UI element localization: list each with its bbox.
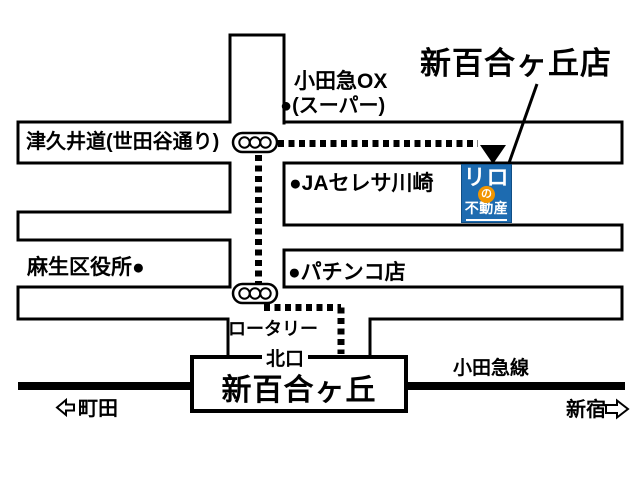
logo-text-no: の bbox=[481, 188, 492, 200]
logo-no-circle-icon: の bbox=[478, 186, 495, 203]
route-arrow-icon bbox=[480, 145, 506, 164]
road-label-tsukui: 津久井道(世田谷通り) bbox=[26, 131, 220, 153]
road-outlines bbox=[16, 33, 624, 357]
relo-fudosan-logo: リロ の 不動産 bbox=[461, 164, 512, 223]
route-dotted-line bbox=[255, 140, 478, 354]
landmark-ja-seresa: ●JAセレサ川崎 bbox=[289, 172, 434, 195]
logo-text-fudosan: 不動産 bbox=[464, 200, 509, 216]
railway-line-label: 小田急線 bbox=[453, 358, 530, 379]
landmark-asao-ward-office: 麻生区役所● bbox=[27, 256, 145, 279]
logo-text-riro: リロ bbox=[463, 165, 510, 190]
logo-underline bbox=[466, 219, 507, 221]
traffic-light-icon bbox=[231, 282, 279, 305]
store-pointer-line bbox=[507, 83, 539, 164]
direction-label-machida: 町田 bbox=[78, 398, 118, 420]
left-direction-arrow-icon bbox=[55, 397, 75, 418]
direction-label-shinjuku: 新宿 bbox=[566, 399, 606, 421]
landmark-odakyu-ox-note: ●(スーパー) bbox=[280, 95, 386, 117]
landmark-pachinko: ●パチンコ店 bbox=[288, 261, 406, 284]
traffic-light-icon bbox=[231, 131, 279, 154]
landmark-odakyu-ox: 小田急OX bbox=[294, 70, 388, 93]
station-name: 新百合ヶ丘 bbox=[221, 374, 377, 407]
north-exit-label: 北口 bbox=[262, 349, 309, 371]
rotary-label: ロータリー bbox=[228, 319, 318, 339]
right-direction-arrow-icon bbox=[605, 398, 630, 420]
store-title: 新百合ヶ丘店 bbox=[420, 46, 612, 81]
